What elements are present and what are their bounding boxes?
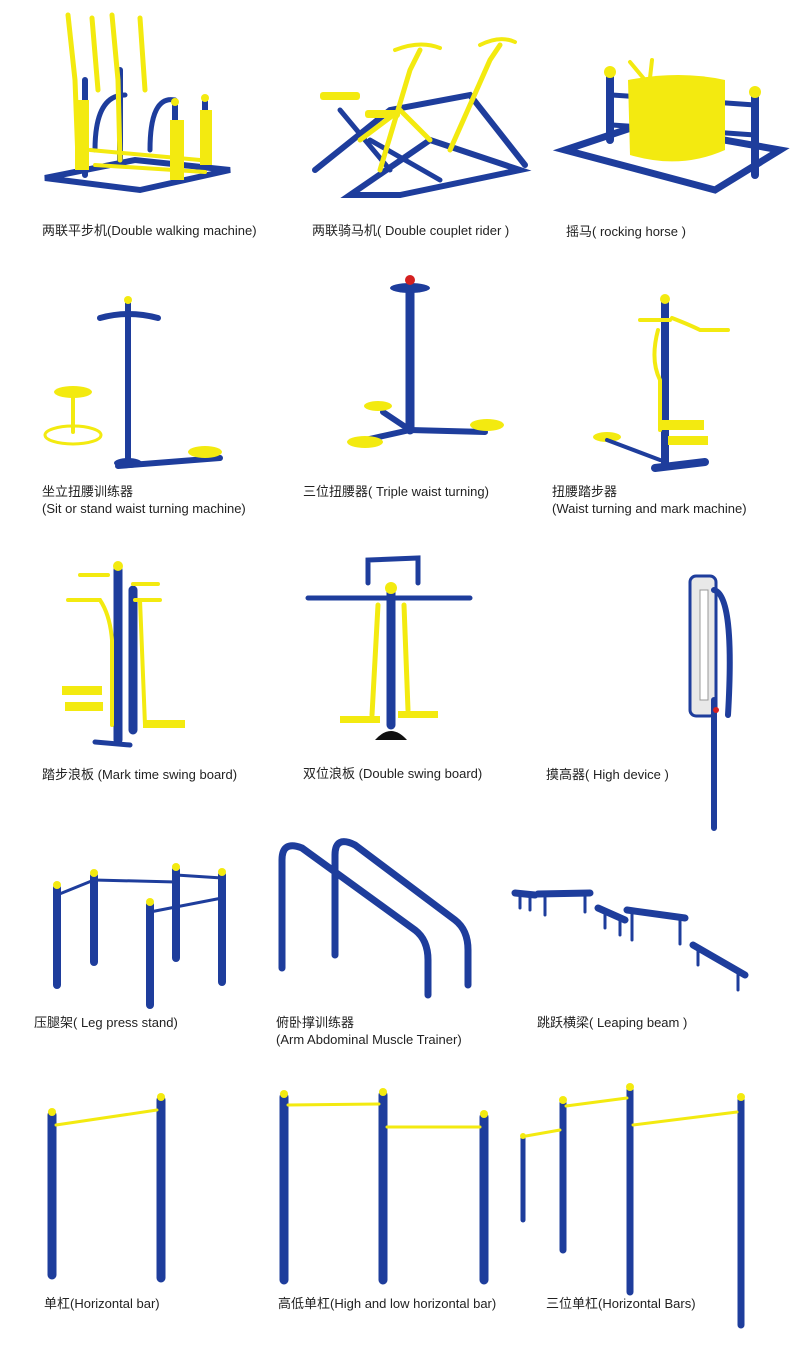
caption-en: (Double swing board) [358,766,483,781]
caption-cn: 俯卧撑训练器 [276,1015,355,1030]
product-caption: 踏步浪板 (Mark time swing board) [42,766,237,783]
product-caption: 俯卧撑训练器 (Arm Abdominal Muscle Trainer) [276,1014,462,1048]
caption-en: (Horizontal Bars) [598,1296,696,1311]
caption-cn: 摇马 [566,224,593,239]
caption-en: ( Leg press stand) [73,1015,178,1030]
caption-en: (Mark time swing board) [97,767,238,782]
caption-en: (Double walking machine) [107,223,257,238]
leg-press-stand-image [53,863,226,1009]
arm-abdominal-trainer-image [278,838,472,999]
caption-en: (High and low horizontal bar) [330,1296,497,1311]
mark-time-swing-board-image [62,561,185,748]
caption-cn: 三位单杠 [546,1296,599,1311]
caption-cn: 双位浪板 [303,766,356,781]
caption-en: ( rocking horse ) [592,224,686,239]
horizontal-bar-image [47,1093,166,1283]
double-swing-board-image [305,555,473,740]
caption-en: (Arm Abdominal Muscle Trainer) [276,1032,462,1047]
caption-en: ( Triple waist turning) [368,484,489,499]
product-caption: 跳跃横梁( Leaping beam ) [537,1014,687,1031]
caption-cn: 压腿架 [34,1015,74,1030]
caption-en: ( Double couplet rider ) [377,223,510,238]
caption-cn: 扭腰踏步器 [552,484,618,499]
double-walking-machine-image [44,12,231,194]
caption-cn: 摸高器 [546,767,586,782]
waist-turning-mark-image [593,294,730,472]
caption-en: ( High device ) [585,767,669,782]
product-caption: 两联平步机(Double walking machine) [42,222,257,239]
product-caption: 三位单杠(Horizontal Bars) [546,1295,696,1312]
double-couplet-rider-image [312,37,532,198]
caption-cn: 坐立扭腰训练器 [42,484,134,499]
product-caption: 摸高器( High device ) [546,766,669,783]
product-caption: 摇马( rocking horse ) [566,223,686,240]
caption-cn: 两联平步机 [42,223,108,238]
caption-cn: 两联骑马机 [312,223,378,238]
product-caption: 三位扭腰器( Triple waist turning) [303,483,489,500]
caption-cn: 三位扭腰器 [303,484,369,499]
caption-en: ( Leaping beam ) [589,1015,688,1030]
product-caption: 双位浪板 (Double swing board) [303,765,482,782]
product-caption: 单杠(Horizontal bar) [44,1295,160,1312]
triple-waist-turning-image [347,275,504,448]
product-caption: 高低单杠(High and low horizontal bar) [278,1295,496,1312]
product-caption: 两联骑马机( Double couplet rider ) [312,222,509,239]
caption-cn: 踏步浪板 [42,767,95,782]
caption-en: (Waist turning and mark machine) [552,501,747,516]
caption-en: (Sit or stand waist turning machine) [42,501,246,516]
caption-cn: 跳跃横梁 [537,1015,590,1030]
three-horizontal-bars-image [520,1083,745,1329]
product-caption: 扭腰踏步器 (Waist turning and mark machine) [552,483,747,517]
caption-cn: 单杠 [44,1296,71,1311]
caption-cn: 高低单杠 [278,1296,331,1311]
high-device-image [688,574,733,831]
leaping-beam-image [511,889,749,992]
high-low-horizontal-bar-image [279,1088,489,1285]
rocking-horse-image [552,58,790,194]
sit-stand-waist-turning-image [43,296,223,469]
product-caption: 坐立扭腰训练器 (Sit or stand waist turning machi… [42,483,246,517]
caption-en: (Horizontal bar) [70,1296,160,1311]
product-caption: 压腿架( Leg press stand) [34,1014,178,1031]
